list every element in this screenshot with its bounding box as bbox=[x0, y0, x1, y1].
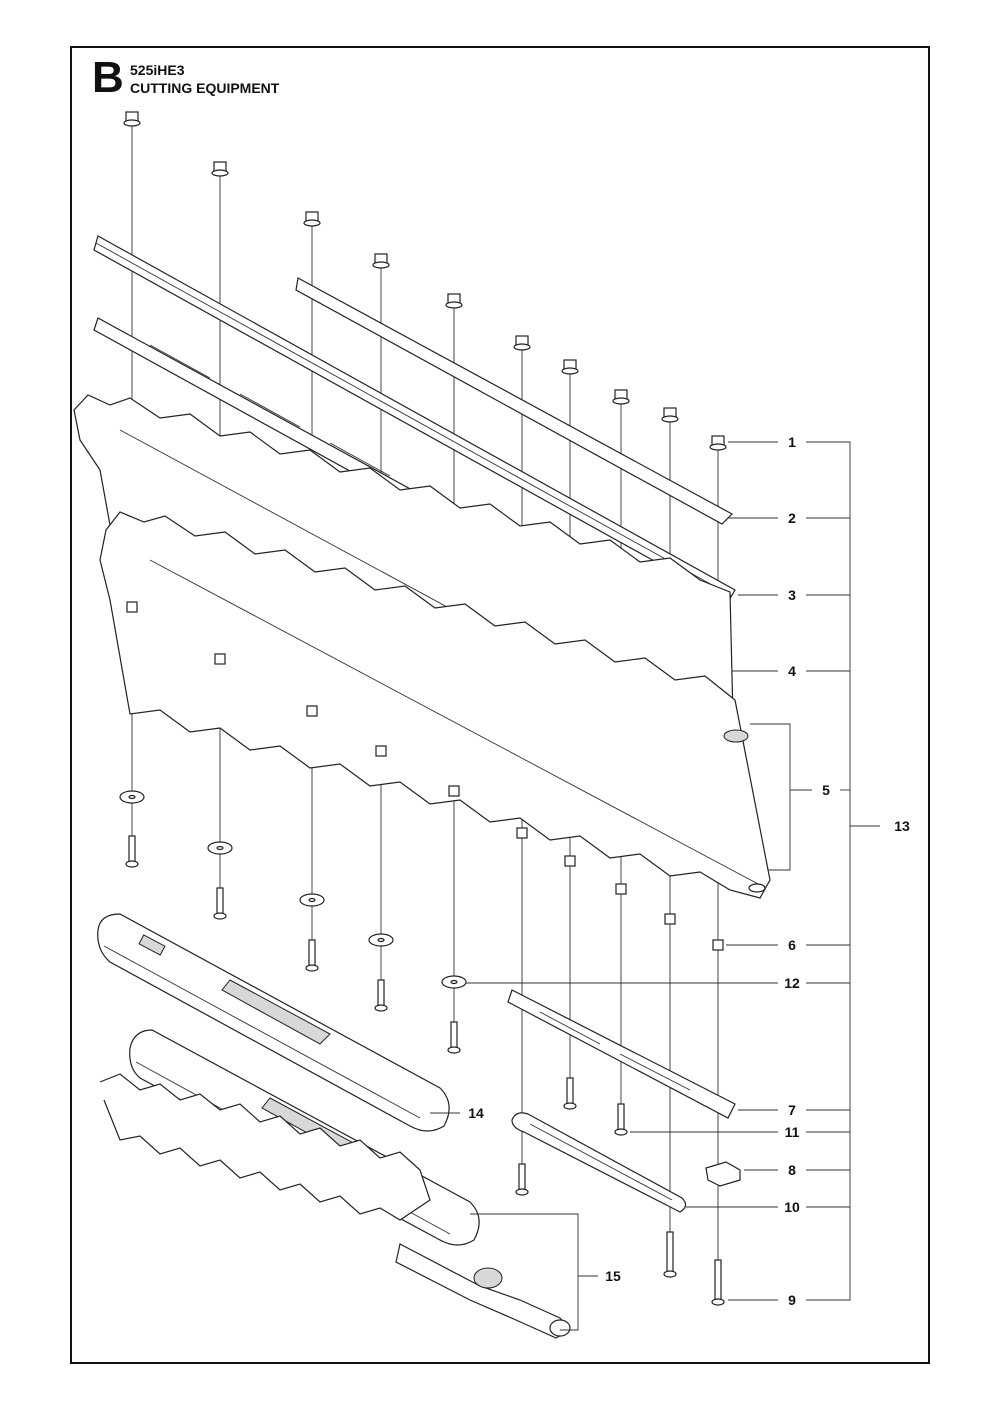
section-title: CUTTING EQUIPMENT bbox=[130, 80, 280, 96]
callout-9: 9 bbox=[788, 1292, 796, 1308]
top-cover-strip bbox=[295, 277, 733, 525]
callout-11: 11 bbox=[785, 1124, 800, 1140]
callout-6: 6 bbox=[788, 937, 796, 953]
model-name: 525iHE3 bbox=[130, 62, 185, 78]
blade-cover bbox=[97, 913, 450, 1132]
callout-12: 12 bbox=[784, 975, 800, 991]
callout-13: 13 bbox=[894, 818, 910, 834]
callout-labels: 1 2 3 4 5 6 7 8 9 10 11 12 13 14 15 bbox=[468, 434, 910, 1308]
screws bbox=[125, 835, 725, 1306]
callout-8: 8 bbox=[788, 1162, 796, 1178]
hedge-trimmer-assembly bbox=[99, 1029, 571, 1339]
flange-nuts bbox=[123, 111, 727, 451]
callout-10: 10 bbox=[784, 1199, 800, 1215]
callout-1: 1 bbox=[788, 434, 796, 450]
lower-slotted-plate bbox=[507, 989, 736, 1119]
callout-2: 2 bbox=[788, 510, 796, 526]
callout-15: 15 bbox=[605, 1268, 621, 1284]
callout-7: 7 bbox=[788, 1102, 796, 1118]
square-nuts bbox=[126, 601, 724, 951]
callout-5: 5 bbox=[822, 782, 830, 798]
callout-14: 14 bbox=[468, 1105, 484, 1121]
leader-lines bbox=[430, 441, 880, 1331]
clip bbox=[705, 1161, 741, 1187]
lower-blade bbox=[99, 511, 771, 899]
section-letter: B bbox=[92, 53, 124, 102]
washers bbox=[119, 790, 467, 989]
guide-plate bbox=[511, 1112, 687, 1213]
page-frame bbox=[70, 46, 930, 1364]
callout-4: 4 bbox=[788, 663, 796, 679]
callout-3: 3 bbox=[788, 587, 796, 603]
